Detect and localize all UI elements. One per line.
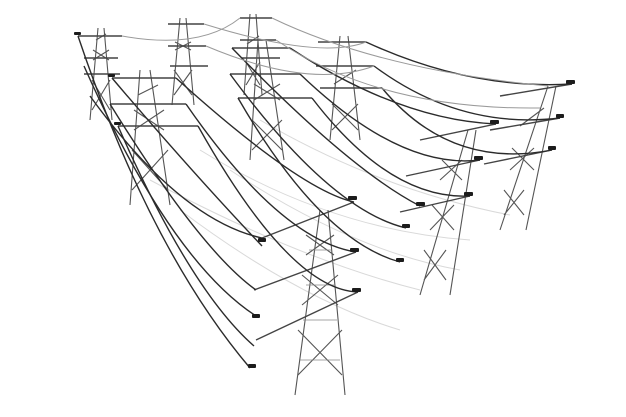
tower-right-front <box>399 123 497 296</box>
tower-mid-left <box>110 69 198 206</box>
tower-back-left-2 <box>168 17 208 106</box>
tower-mid-right <box>316 35 382 141</box>
tower-back-left-1 <box>78 27 122 121</box>
tower-mid-center <box>230 39 312 161</box>
tower-back-left-3 <box>240 13 280 96</box>
insulators <box>74 32 575 368</box>
tower-right-back <box>483 83 573 231</box>
power-lines <box>77 17 573 369</box>
tower-front <box>253 201 359 396</box>
